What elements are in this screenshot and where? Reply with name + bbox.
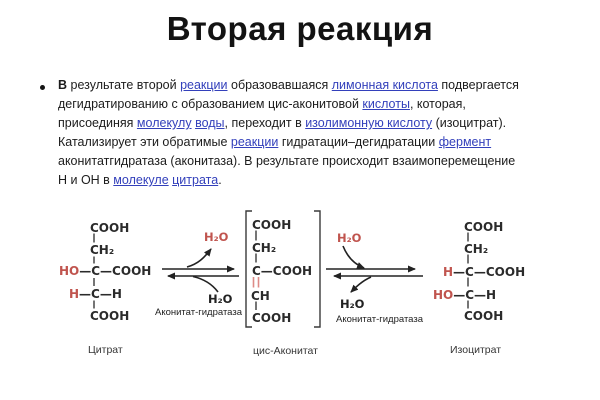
slide-title: Вторая реакция	[166, 10, 434, 47]
text-run: результате второй	[67, 78, 181, 92]
text-line: В результате второй реакции образовавшая…	[58, 76, 588, 95]
formula-row: H—C—COOH	[443, 265, 526, 279]
bullet-text: В результате второй реакции образовавшая…	[58, 76, 588, 190]
formula-cooh: COOH	[464, 309, 504, 323]
text-run: (изоцитрат).	[432, 116, 507, 130]
text-run: , которая,	[409, 97, 466, 111]
structure-label-cis-aconitate: цис-Аконитат	[253, 345, 318, 357]
structure-label-isocitrate: Изоцитрат	[450, 344, 502, 356]
text-link[interactable]: воды	[195, 116, 225, 130]
h2o-released-label: H₂O	[340, 297, 365, 311]
text-run: Катализирует эти обратимые	[58, 135, 231, 149]
text-link[interactable]: молекулу	[136, 116, 192, 130]
text-line: дегидратированию с образованием цис-акон…	[58, 95, 588, 114]
text-link[interactable]: фермент	[438, 135, 492, 149]
formula-cooh: COOH	[464, 220, 504, 234]
text-link[interactable]: кислоты	[362, 97, 410, 111]
text-run: Н и ОН в	[58, 173, 114, 187]
formula-cooh: COOH	[252, 311, 292, 325]
formula-cooh: COOH	[90, 309, 130, 323]
text-run: подвергается	[437, 78, 519, 92]
formula-ch2: CH₂	[90, 243, 115, 257]
formula-cooh: COOH	[252, 218, 292, 232]
formula-ch: CH	[251, 289, 270, 303]
text-link[interactable]: реакции	[180, 78, 228, 92]
text-line: присоединяя молекулу воды, переходит в и…	[58, 114, 588, 133]
text-run: гидратации–дегидратации	[278, 135, 439, 149]
text-run: , переходит в	[224, 116, 306, 130]
h2o-absorbed-label: H₂O	[337, 231, 362, 245]
bullet-icon	[40, 85, 45, 90]
text-run: .	[218, 173, 222, 187]
formula-row: C—COOH	[252, 264, 313, 278]
text-link[interactable]: изолимонную кислоту	[305, 116, 433, 130]
formula-row: HO—C—COOH	[59, 264, 152, 278]
text-run: присоединяя	[58, 116, 137, 130]
text-link[interactable]: молекуле	[113, 173, 169, 187]
formula-row: H—C—H	[69, 287, 122, 301]
text-link[interactable]: лимонная кислота	[331, 78, 438, 92]
text-run: аконитатгидратаза (аконитаза). В результ…	[58, 154, 516, 168]
text-run: В	[58, 78, 68, 92]
text-link[interactable]: реакции	[230, 135, 279, 149]
text-line: Катализирует эти обратимые реакции гидра…	[58, 133, 588, 152]
h2o-released-label: H₂O	[204, 230, 229, 244]
structure-label-citrate: Цитрат	[88, 344, 123, 356]
enzyme-label: Аконитат-гидратаза	[155, 307, 243, 318]
text-run: образовавшаяся	[227, 78, 332, 92]
text-line: аконитатгидратаза (аконитаза). В результ…	[58, 152, 588, 171]
text-run: дегидратированию с образованием цис-акон…	[58, 97, 363, 111]
formula-ch2: CH₂	[464, 242, 489, 256]
formula-row: HO—C—H	[433, 288, 497, 302]
text-link[interactable]: цитрата	[172, 173, 219, 187]
enzyme-label: Аконитат-гидратаза	[336, 314, 424, 325]
formula-ch2: CH₂	[252, 241, 277, 255]
text-line: Н и ОН в молекуле цитрата.	[58, 171, 588, 190]
formula-cooh: COOH	[90, 221, 130, 235]
h2o-absorbed-label: H₂O	[208, 292, 233, 306]
